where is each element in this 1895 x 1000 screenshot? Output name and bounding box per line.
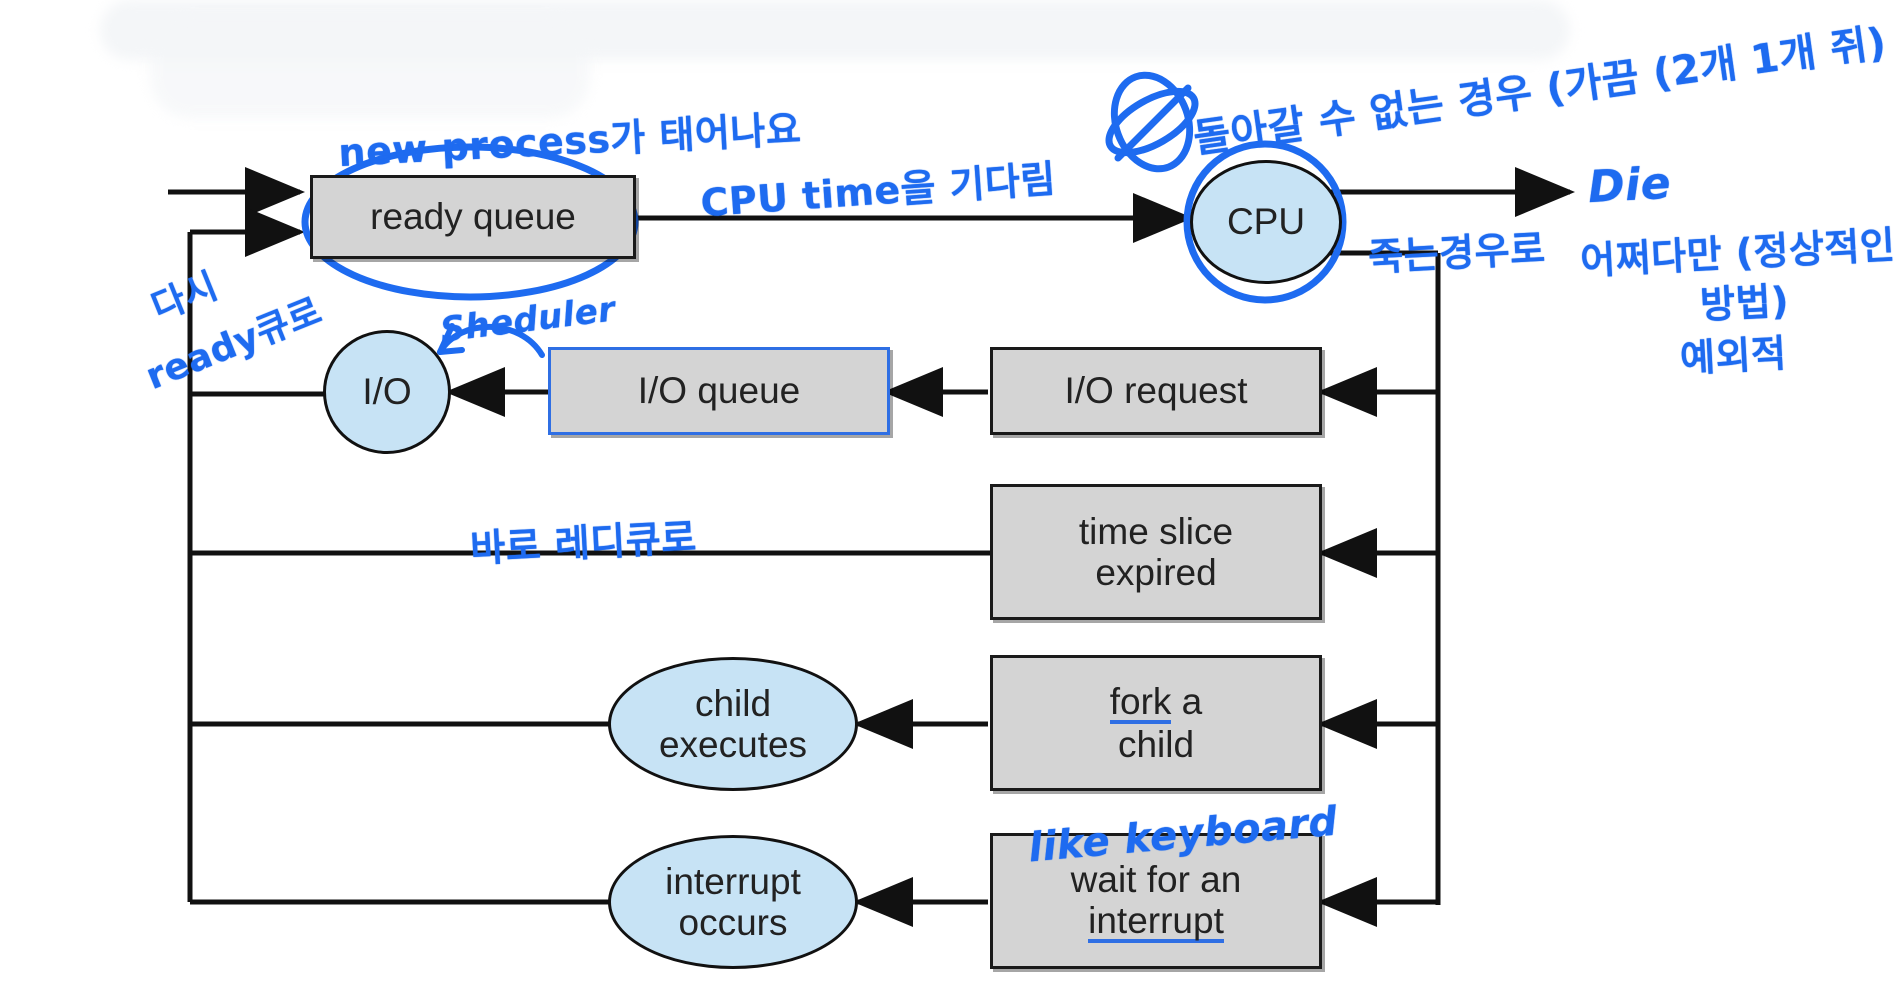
wait-interrupt-line-1: wait for an bbox=[1070, 858, 1242, 900]
ink-circle-cpu bbox=[1183, 140, 1347, 304]
node-time-slice-expired[interactable]: time slice expired bbox=[990, 484, 1322, 620]
node-io[interactable]: I/O bbox=[323, 330, 451, 454]
ink-phi-doodle-2 bbox=[1105, 87, 1199, 157]
annotation-die: Die bbox=[1586, 157, 1673, 214]
node-wait-for-interrupt[interactable]: wait for an interrupt bbox=[990, 833, 1322, 969]
node-fork-a-child-label: fork a child bbox=[1109, 680, 1203, 765]
node-io-request[interactable]: I/O request bbox=[990, 347, 1322, 435]
node-interrupt-occurs-label: interrupt occurs bbox=[665, 861, 801, 944]
annotation-die-note-line3: 예외적 bbox=[1679, 331, 1788, 381]
ink-scheduler-arrowhead bbox=[437, 323, 465, 355]
fork-keyword: fork bbox=[1109, 680, 1172, 724]
node-wait-for-interrupt-label: wait for an interrupt bbox=[1070, 858, 1242, 944]
wait-interrupt-line-2: interrupt bbox=[1088, 900, 1224, 944]
interrupt-occurs-line-1: interrupt bbox=[665, 860, 801, 902]
node-interrupt-occurs[interactable]: interrupt occurs bbox=[608, 835, 858, 969]
node-child-executes[interactable]: child executes bbox=[608, 657, 858, 791]
fork-line-2: child bbox=[1117, 723, 1195, 765]
child-executes-line-2: executes bbox=[658, 724, 808, 765]
child-executes-line-1: child bbox=[694, 682, 772, 724]
node-io-queue-label: I/O queue bbox=[637, 370, 801, 412]
ink-phi-doodle bbox=[1110, 71, 1194, 173]
time-slice-line-1: time slice bbox=[1078, 510, 1234, 552]
whiteboard-smudge-2 bbox=[150, 18, 590, 118]
node-cpu-label: CPU bbox=[1226, 201, 1306, 243]
node-io-label: I/O bbox=[362, 371, 412, 413]
node-io-request-label: I/O request bbox=[1064, 370, 1248, 412]
node-time-slice-expired-label: time slice expired bbox=[1079, 511, 1233, 594]
node-fork-a-child[interactable]: fork a child bbox=[990, 655, 1322, 791]
time-slice-line-2: expired bbox=[1095, 552, 1217, 593]
node-io-queue[interactable]: I/O queue bbox=[548, 347, 890, 435]
annotation-exit-path: 죽는경우로 bbox=[1367, 226, 1547, 280]
ink-phi-slash bbox=[1114, 84, 1192, 162]
fork-line-1-rest: a bbox=[1171, 680, 1203, 722]
annotation-die-note-line2: 방법) bbox=[1699, 278, 1791, 328]
node-ready-queue[interactable]: ready queue bbox=[310, 175, 636, 259]
interrupt-occurs-line-2: occurs bbox=[678, 902, 788, 943]
node-ready-queue-label: ready queue bbox=[370, 196, 576, 238]
node-cpu[interactable]: CPU bbox=[1190, 160, 1342, 284]
ink-scheduler-arrow bbox=[437, 323, 545, 358]
node-child-executes-label: child executes bbox=[659, 683, 807, 766]
